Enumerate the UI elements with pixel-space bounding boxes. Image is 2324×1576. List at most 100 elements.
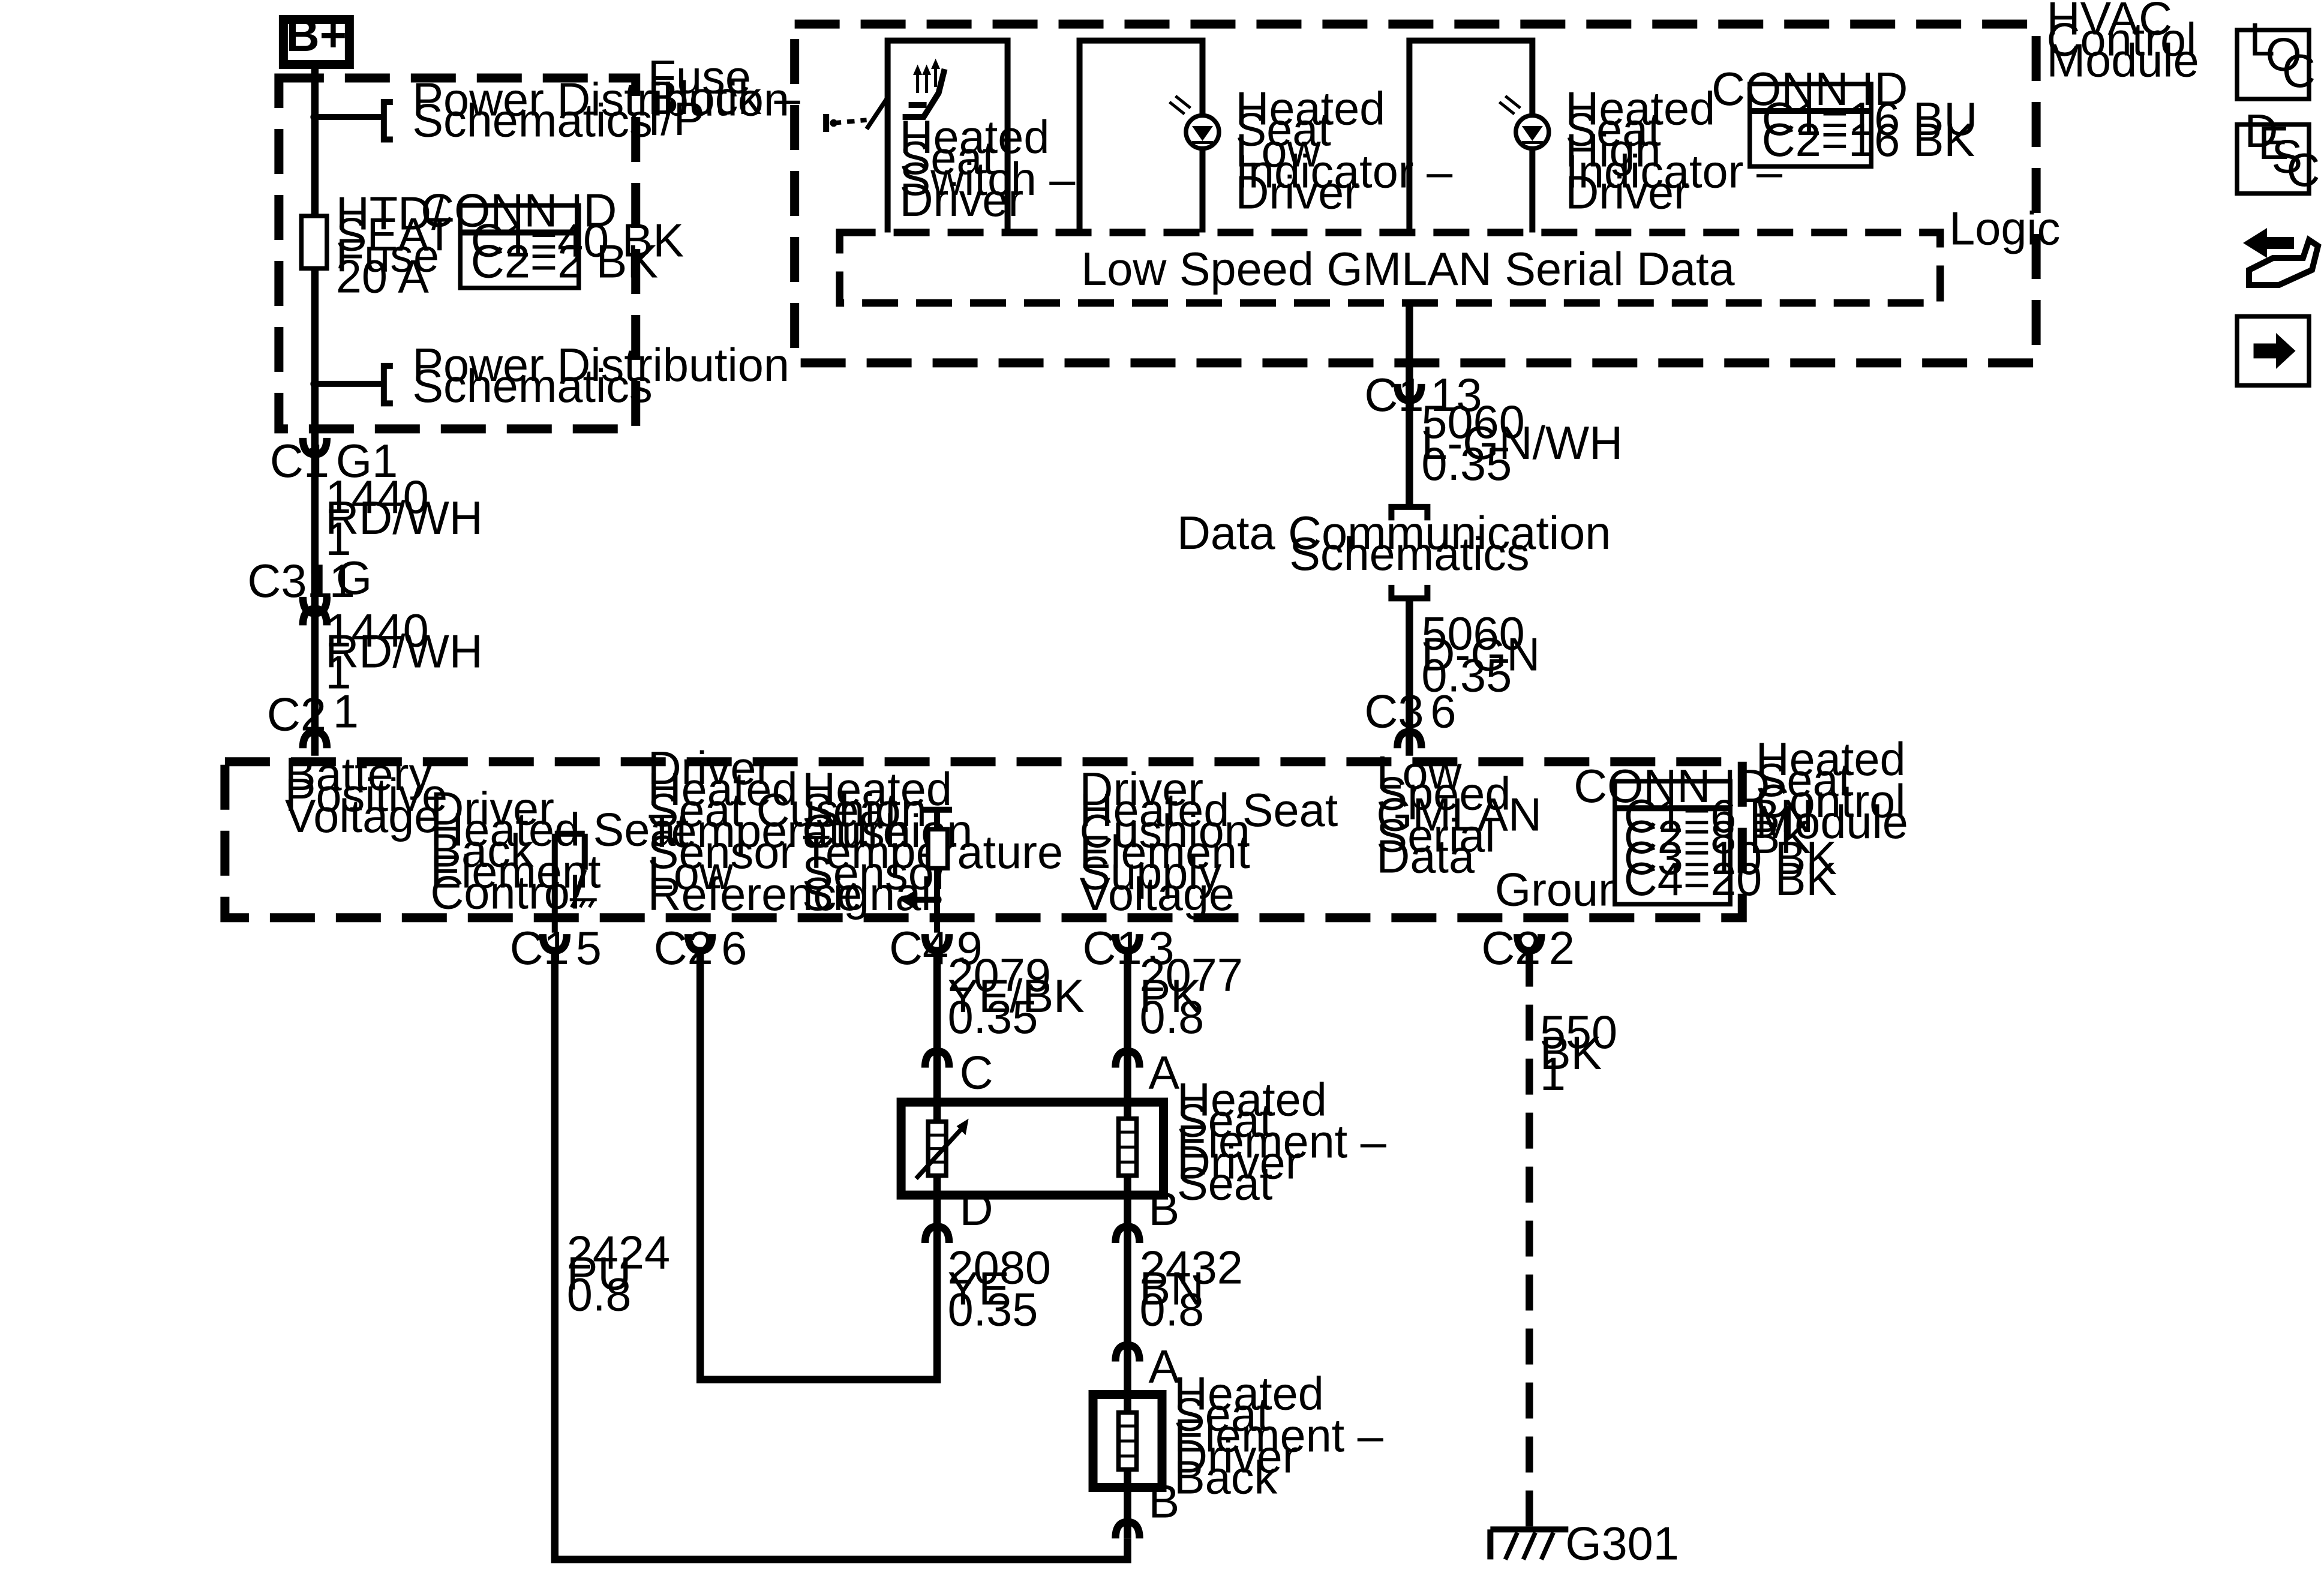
heated-seat-control-module: Heated Seat Control Module Battery Posit… — [220, 734, 1918, 933]
logic-label: Logic — [1949, 203, 2060, 254]
data-communication-reference[interactable]: Data Communication Schematics — [1177, 508, 1624, 580]
svg-text:A: A — [1149, 1341, 1180, 1392]
svg-text:C1: C1 — [510, 923, 569, 974]
back-element-label: Heated Seat Element – Driver Back — [1174, 1368, 1396, 1503]
svg-text:D: D — [960, 1184, 993, 1235]
heated-seat-low-indicator: Heated Seat Low Indicator – Driver — [1076, 37, 1465, 233]
hvac-conn-id-table: CONN ID C1=16 BU C2=16 BK — [1712, 64, 1978, 169]
svg-text:C311: C311 — [247, 556, 355, 607]
fuse-label: HTD/ SEAT Fuse 20 A — [336, 188, 467, 302]
svg-text:L: L — [2249, 14, 2275, 66]
heating-element-icon — [1116, 1410, 1139, 1472]
connector-c1-g1: C1 G1 — [270, 436, 398, 487]
hvac-module-title: HVAC Control Module — [2047, 0, 2209, 87]
seat-element-label: Heated Seat Element – Driver Seat — [1177, 1074, 1399, 1210]
ground-g301-icon: G301 — [1487, 1518, 1679, 1569]
power-distribution-reference-top[interactable]: Power Distribution Schematics — [412, 74, 802, 147]
wire-1440-label-top: 1440 RD/WH 1 — [325, 472, 496, 565]
connector-end-view-icon — [2243, 227, 2322, 288]
data-comm-top-bracket — [1388, 503, 1431, 521]
svg-text:6: 6 — [721, 923, 747, 974]
next-page-button[interactable] — [2235, 314, 2311, 388]
svg-text:C2=2 BK: C2=2 BK — [471, 236, 658, 287]
heating-element-icon — [1116, 1116, 1139, 1178]
svg-text:CONN ID: CONN ID — [1574, 761, 1770, 812]
connector-seat-c — [921, 1047, 953, 1068]
ground-g301-label: G301 — [1565, 1518, 1679, 1569]
wire-2080-label: 2080 YE 0.35 — [948, 1242, 1064, 1336]
signal-arrow-icon — [899, 890, 915, 909]
heated-seat-element-driver-seat: C A Heated Seat Element – Driver — [896, 1047, 1399, 1395]
svg-text:C: C — [960, 1047, 993, 1099]
svg-text:3: 3 — [1149, 923, 1175, 974]
svg-text:C2: C2 — [267, 689, 326, 740]
wire-5060-label-top: 5060 L-GN/WH 0.35 — [1421, 397, 1635, 490]
hvac-control-module: HVAC Control Module Heated — [790, 0, 2209, 368]
connector-seat-b — [1112, 1223, 1143, 1244]
desc-icon: D E S C — [2245, 106, 2320, 196]
svg-text:B: B — [1149, 1184, 1180, 1235]
connector-view-button[interactable] — [2243, 227, 2322, 288]
svg-text:1: 1 — [333, 686, 359, 737]
hvac-module-outline — [790, 19, 2041, 368]
svg-text:C: C — [2287, 145, 2320, 196]
connector-c1-3: C1 3 — [1083, 923, 1175, 974]
high-indicator-label: Heated Seat High Indicator – Driver — [1565, 83, 1795, 219]
svg-text:C1: C1 — [1083, 923, 1142, 974]
svg-text:D: D — [2245, 106, 2278, 157]
svg-text:A: A — [1149, 1047, 1180, 1099]
svg-text:C1=40 BK: C1=40 BK — [471, 215, 684, 266]
heated-seat-element-driver-back: A Heated Seat Element – Driver Back B — [1088, 1341, 1396, 1539]
wire-2432-label: 2432 BN 0.8 — [1140, 1242, 1256, 1336]
connector-seat-d — [921, 1223, 953, 1244]
fuse-block-conn-id-table: CONN ID C1=40 BK C2=2 BK — [421, 185, 684, 290]
svg-text:C3=10 BK: C3=10 BK — [1624, 833, 1837, 884]
svg-text:C2=8 BK: C2=8 BK — [1624, 812, 1811, 863]
svg-text:S: S — [2272, 131, 2303, 183]
connector-back-a — [1112, 1341, 1143, 1362]
desc-button[interactable]: D E S C — [2235, 106, 2320, 196]
svg-text:5: 5 — [576, 923, 602, 974]
fuse-block-title: Fuse Block – I/P — [648, 52, 813, 145]
svg-text:6: 6 — [1430, 686, 1456, 737]
arrow-right-icon — [2253, 332, 2296, 369]
svg-text:2: 2 — [1549, 923, 1575, 974]
wire-1440-label-bottom: 1440 RD/WH 1 — [325, 605, 496, 698]
svg-text:C2=16 BK: C2=16 BK — [1762, 115, 1975, 166]
pull-up-resistor-icon — [899, 806, 953, 933]
connector-c2-1: C2 1 — [267, 686, 359, 749]
loc-icon: L O C — [2249, 14, 2316, 97]
battery-positive-voltage-label: Battery Positive Voltage — [285, 749, 461, 842]
wire-2424-label: 2424 PU 0.8 — [567, 1227, 683, 1321]
wire-2080 — [696, 950, 941, 1383]
wire-2079-label: 2079 YE/BK 0.35 — [948, 950, 1098, 1043]
fuse-icon — [299, 214, 329, 271]
heated-seat-switch-driver: Heated Seat Switch – Driver — [823, 37, 1076, 233]
connector-c3-6: C3 6 — [1364, 686, 1456, 749]
svg-text:G: G — [336, 553, 372, 604]
connector-back-b — [1112, 1518, 1143, 1539]
svg-text:C1: C1 — [1364, 370, 1424, 421]
gmlan-serial-data-label: Low Speed GMLAN Serial Data — [1376, 748, 1554, 883]
svg-text:C4=20 BK: C4=20 BK — [1624, 854, 1837, 905]
data-comm-bottom-bracket — [1388, 584, 1431, 602]
loc-button[interactable]: L O C — [2235, 14, 2316, 101]
low-indicator-label: Heated Seat Low Indicator – Driver — [1235, 83, 1465, 219]
wire-2077-label: 2077 PK 0.8 — [1140, 950, 1256, 1043]
battery-positive-source: B+ — [278, 10, 354, 70]
svg-text:B: B — [1149, 1476, 1180, 1527]
svg-text:C1: C1 — [270, 436, 329, 487]
logic-block — [836, 229, 1944, 307]
heated-seat-icon — [902, 58, 948, 121]
low-side-driver-switch-icon — [551, 830, 597, 933]
power-distribution-reference-bottom[interactable]: Power Distribution Schematics — [412, 340, 802, 412]
fuse-block-ip: Fuse Block – I/P Power Distribution Sche… — [274, 52, 813, 434]
svg-text:O: O — [2266, 29, 2302, 81]
svg-text:C1=16 BU: C1=16 BU — [1762, 94, 1978, 145]
svg-text:C1=6 BN: C1=6 BN — [1624, 791, 1814, 842]
svg-text:13: 13 — [1430, 370, 1482, 421]
wire-2424 — [551, 950, 1131, 1563]
heated-seat-module-title: Heated Seat Control Module — [1756, 734, 1918, 848]
supply-voltage-label: Driver Heated Seat Cushion Element Suppl… — [1080, 764, 1351, 920]
